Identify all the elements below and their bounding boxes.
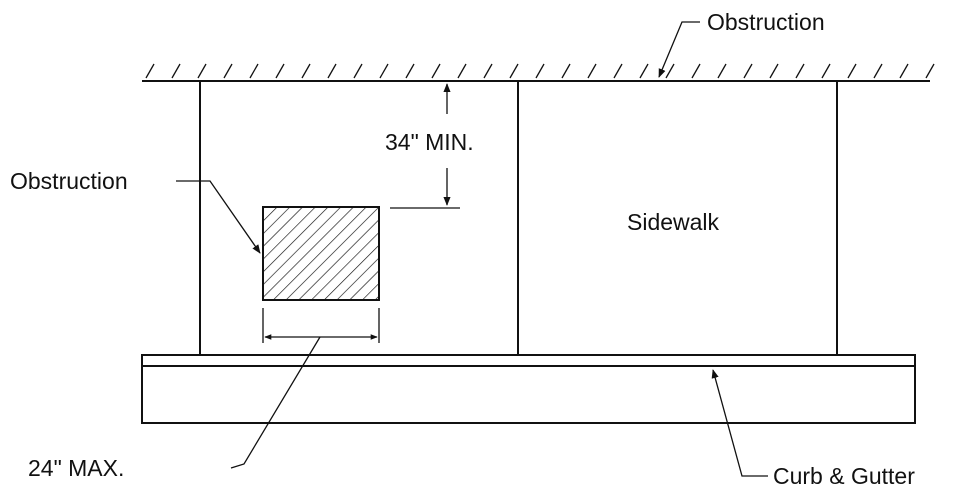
hatch-tick xyxy=(275,63,285,79)
min-height-label: 34" MIN. xyxy=(385,129,474,155)
overhead-hatch-ticks xyxy=(145,63,935,79)
hatch-tick xyxy=(847,63,857,79)
sidewalk-label: Sidewalk xyxy=(627,209,720,235)
gutter xyxy=(141,365,916,424)
hatch-tick xyxy=(717,63,727,79)
hatch-tick xyxy=(431,63,441,79)
min-height-dimension: 34" MIN. xyxy=(385,83,474,209)
hatch-tick xyxy=(457,63,467,79)
curb-gutter-leader xyxy=(711,369,768,477)
top-obstruction-label: Obstruction xyxy=(707,9,825,35)
left-obstruction-callout: Obstruction xyxy=(10,168,261,254)
hatch-tick xyxy=(353,63,363,79)
top-obstruction-leader xyxy=(658,21,700,78)
hatch-tick xyxy=(769,63,779,79)
sidewalk-panels xyxy=(199,81,838,355)
hatch-tick xyxy=(197,63,207,79)
hatch-tick xyxy=(873,63,883,79)
top-obstruction-callout: Obstruction xyxy=(658,9,825,78)
hatch-tick xyxy=(899,63,909,79)
left-obstruction-leader xyxy=(176,180,261,254)
hatch-tick xyxy=(145,63,155,79)
hatch-tick xyxy=(301,63,311,79)
hatch-tick xyxy=(561,63,571,79)
obstruction-box xyxy=(262,206,380,301)
hatch-tick xyxy=(665,63,675,79)
protruding-obstruction xyxy=(262,206,380,301)
hatch-tick xyxy=(795,63,805,79)
hatch-tick xyxy=(379,63,389,79)
hatch-tick xyxy=(639,63,649,79)
hatch-tick xyxy=(509,63,519,79)
hatch-tick xyxy=(483,63,493,79)
hatch-tick xyxy=(223,63,233,79)
hatch-tick xyxy=(535,63,545,79)
overhead-obstruction xyxy=(142,63,935,82)
curb-top xyxy=(141,354,916,367)
hatch-tick xyxy=(405,63,415,79)
max-width-dimension: 24" MAX. xyxy=(28,308,380,481)
curb-gutter-callout: Curb & Gutter xyxy=(711,369,915,489)
hatch-tick xyxy=(171,63,181,79)
max-width-label: 24" MAX. xyxy=(28,455,124,481)
max-width-leader xyxy=(230,336,321,469)
hatch-tick xyxy=(925,63,935,79)
curb-and-gutter xyxy=(141,354,916,424)
hatch-tick xyxy=(691,63,701,79)
left-obstruction-label: Obstruction xyxy=(10,168,128,194)
curb-gutter-label: Curb & Gutter xyxy=(773,463,915,489)
hatch-tick xyxy=(821,63,831,79)
hatch-tick xyxy=(587,63,597,79)
hatch-tick xyxy=(743,63,753,79)
hatch-tick xyxy=(249,63,259,79)
hatch-tick xyxy=(613,63,623,79)
hatch-tick xyxy=(327,63,337,79)
